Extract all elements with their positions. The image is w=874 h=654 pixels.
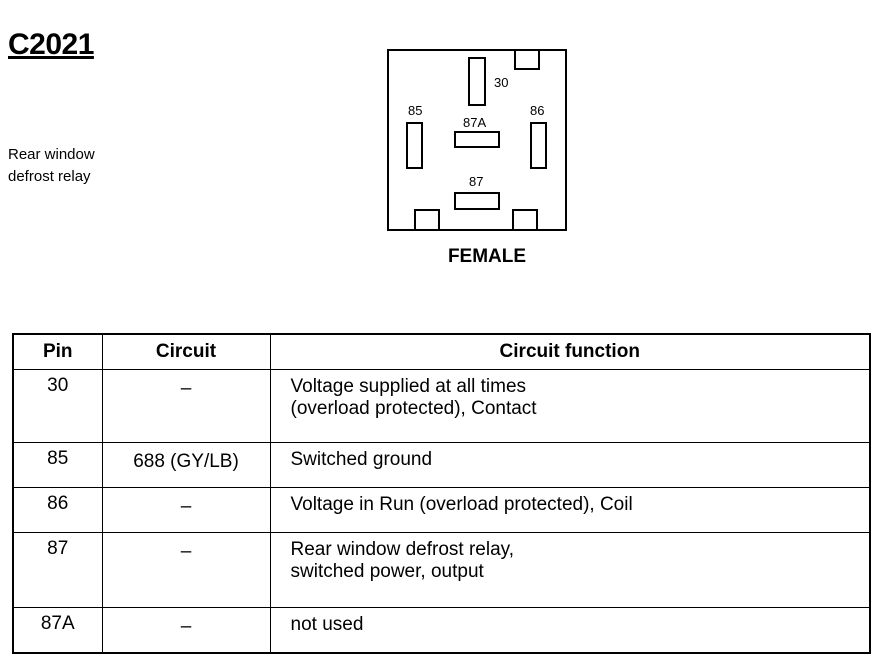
pin-cell: 30 <box>12 369 103 443</box>
terminal-87A-slot <box>454 131 500 148</box>
table-row: 30 – Voltage supplied at all times (over… <box>12 369 871 443</box>
terminal-87A-label: 87A <box>463 115 486 130</box>
keying-notch-bottom-left <box>414 209 440 231</box>
circuit-cell: – <box>101 607 271 654</box>
pin-cell: 85 <box>12 442 103 488</box>
table-row: 87 – Rear window defrost relay, switched… <box>12 532 871 608</box>
terminal-86-slot <box>530 122 547 169</box>
pinout-table: Pin Circuit Circuit function 30 – Voltag… <box>12 333 871 654</box>
function-line: Voltage supplied at all times <box>290 376 527 397</box>
pin-cell: 86 <box>12 487 103 533</box>
connector-id: C2021 <box>8 28 94 61</box>
terminal-30-label: 30 <box>494 75 508 90</box>
terminal-85-slot <box>406 122 423 169</box>
header-circuit-function: Circuit function <box>269 333 871 370</box>
function-cell: not used <box>269 607 871 654</box>
circuit-cell: – <box>101 532 271 608</box>
terminal-87-slot <box>454 192 500 210</box>
circuit-cell: – <box>101 487 271 533</box>
header-circuit: Circuit <box>101 333 271 370</box>
function-cell: Voltage in Run (overload protected), Coi… <box>269 487 871 533</box>
table-row: 86 – Voltage in Run (overload protected)… <box>12 487 871 533</box>
terminal-87-label: 87 <box>469 174 483 189</box>
pin-cell: 87A <box>12 607 103 654</box>
header-pin: Pin <box>12 333 103 370</box>
function-line: Rear window defrost relay, <box>290 539 515 560</box>
terminal-86-label: 86 <box>530 103 544 118</box>
circuit-cell: – <box>101 369 271 443</box>
function-line: (overload protected), Contact <box>290 398 537 419</box>
gender-label: FEMALE <box>447 246 527 267</box>
table-header-row: Pin Circuit Circuit function <box>12 333 871 370</box>
keying-notch-bottom-right <box>512 209 538 231</box>
terminal-30-slot <box>468 57 486 106</box>
keying-notch-top <box>514 49 540 70</box>
table-row: 85 688 (GY/LB) Switched ground <box>12 442 871 488</box>
table-row: 87A – not used <box>12 607 871 654</box>
function-cell: Switched ground <box>269 442 871 488</box>
connector-description: Rear window defrost relay <box>8 144 95 188</box>
function-line: Switched ground <box>290 449 433 470</box>
terminal-85-label: 85 <box>408 103 422 118</box>
pin-cell: 87 <box>12 532 103 608</box>
description-line-2: defrost relay <box>8 168 91 185</box>
connector-face-diagram: 30 85 86 87A 87 <box>387 49 567 231</box>
circuit-cell: 688 (GY/LB) <box>101 442 271 488</box>
function-line: switched power, output <box>290 561 484 582</box>
function-cell: Rear window defrost relay, switched powe… <box>269 532 871 608</box>
function-line: Voltage in Run (overload protected), Coi… <box>290 494 633 515</box>
function-line: not used <box>290 614 364 635</box>
description-line-1: Rear window <box>8 146 95 163</box>
function-cell: Voltage supplied at all times (overload … <box>269 369 871 443</box>
